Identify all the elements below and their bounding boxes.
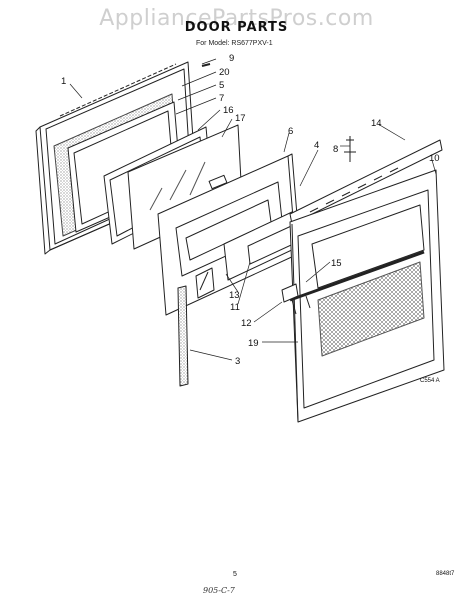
callout-11: 11: [230, 302, 240, 313]
top-trim: [289, 139, 443, 225]
middle-glass-pane: [127, 124, 243, 250]
callout-5: 5: [219, 80, 224, 91]
diagram-title: DOOR PARTS: [184, 20, 289, 35]
callout-8: 8: [333, 144, 338, 155]
callout-19: 19: [248, 338, 259, 349]
callout-15: 15: [331, 258, 342, 269]
page-number: 5: [233, 571, 237, 578]
watermark: AppliancePartsPros.com: [99, 6, 374, 31]
callout-20: 20: [219, 67, 230, 78]
callout-9: 9: [229, 53, 234, 64]
callout-6: 6: [288, 126, 293, 137]
callout-3: 3: [235, 356, 240, 367]
callout-10: 10: [429, 153, 440, 164]
callout-14: 14: [371, 118, 382, 129]
screw-part-8: [344, 136, 356, 162]
document-code: 8848t7: [436, 571, 455, 577]
callout-17: 17: [235, 113, 246, 124]
door-bracket: [195, 267, 215, 299]
callout-7: 7: [219, 93, 224, 104]
callout-13: 13: [229, 290, 240, 301]
callout-12: 12: [241, 318, 252, 329]
callout-labels: 1 9 20 5 7 16 17 6 4 14 10 8 15 13 11 12…: [61, 53, 440, 384]
model-subtitle: For Model: RS677PXV-1: [196, 40, 273, 47]
side-trim-strip: [177, 285, 189, 387]
outer-door-panel: [289, 169, 445, 423]
callout-1: 1: [61, 76, 66, 87]
door-handle: [281, 250, 425, 315]
callout-leaders: [69, 58, 437, 361]
callout-4: 4: [314, 140, 319, 151]
callout-16: 16: [223, 105, 234, 116]
figure-code: C554 A: [420, 378, 440, 384]
handwritten-note: 905-C-7: [203, 586, 235, 595]
